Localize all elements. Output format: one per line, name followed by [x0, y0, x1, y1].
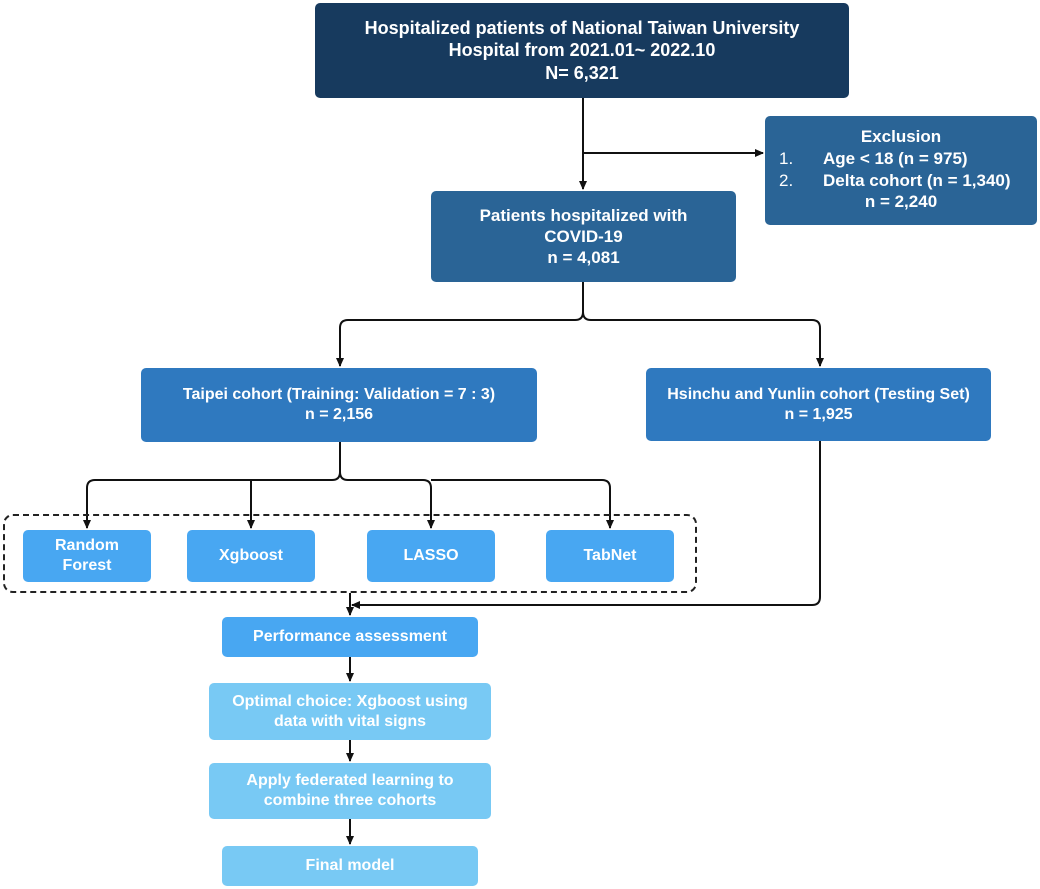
- xgboost-box: Xgboost: [187, 530, 315, 582]
- random-forest-box: Random Forest: [23, 530, 151, 582]
- exclusion-box: Exclusion 1. Age < 18 (n = 975) 2. Delta…: [765, 116, 1037, 225]
- arrow-hsinchu-to-performance: [351, 441, 821, 609]
- taipei-line-2: n = 2,156: [304, 406, 374, 423]
- random-forest-line-1: Random: [55, 537, 119, 554]
- federated-line-1: Apply federated learning to: [246, 772, 454, 789]
- hsinchu-yunlin-cohort-box: Hsinchu and Yunlin cohort (Testing Set) …: [646, 368, 991, 441]
- exclusion-title: Exclusion: [860, 127, 942, 146]
- optimal-line-2: data with vital signs: [273, 712, 427, 730]
- hsinchu-line-2: n = 1,925: [784, 405, 853, 423]
- final-model-box: Final model: [222, 846, 478, 886]
- final-label: Final model: [305, 857, 395, 874]
- covid-line-3: n = 4,081: [547, 248, 620, 268]
- exclusion-total: n = 2,240: [864, 191, 938, 211]
- tabnet-box: TabNet: [546, 530, 674, 582]
- top-line-2: Hospital from 2021.01~ 2022.10: [448, 40, 716, 61]
- lasso-box: LASSO: [367, 530, 495, 582]
- models-dashed-group: [3, 514, 697, 593]
- covid-line-2: COVID-19: [544, 226, 623, 246]
- performance-assessment-box: Performance assessment: [222, 617, 478, 657]
- exclusion-item: 1. Age < 18 (n = 975): [779, 148, 1023, 169]
- random-forest-line-2: Forest: [62, 557, 112, 574]
- optimal-choice-box: Optimal choice: Xgboost using data with …: [209, 683, 491, 740]
- split-covid-line: [336, 282, 584, 367]
- federated-learning-box: Apply federated learning to combine thre…: [209, 763, 491, 819]
- top-line-3: N= 6,321: [545, 62, 619, 83]
- optimal-line-1: Optimal choice: Xgboost using: [232, 692, 468, 710]
- split-taipei-lasso: [339, 471, 435, 529]
- xgboost-label: Xgboost: [219, 547, 283, 564]
- lasso-label: LASSO: [403, 547, 459, 564]
- exclusion-item-text: Age < 18 (n = 975): [823, 149, 968, 169]
- exclusion-item-text: Delta cohort (n = 1,340): [823, 170, 1011, 190]
- federated-line-2: combine three cohorts: [263, 792, 437, 809]
- tabnet-label: TabNet: [583, 547, 637, 564]
- hsinchu-line-1: Hsinchu and Yunlin cohort (Testing Set): [667, 385, 970, 403]
- exclusion-item: 2. Delta cohort (n = 1,340): [779, 170, 1023, 191]
- exclusion-item-number: 1.: [779, 149, 794, 169]
- taipei-line-1: Taipei cohort (Training: Validation = 7 …: [182, 386, 496, 403]
- split-covid-right: [582, 311, 824, 367]
- hospitalized-patients-box: Hospitalized patients of National Taiwan…: [315, 3, 849, 98]
- taipei-cohort-box: Taipei cohort (Training: Validation = 7 …: [141, 368, 537, 442]
- performance-label: Performance assessment: [253, 628, 447, 645]
- covid-line-1: Patients hospitalized with: [479, 205, 688, 225]
- top-line-1: Hospitalized patients of National Taiwan…: [364, 17, 800, 38]
- covid-patients-box: Patients hospitalized with COVID-19 n = …: [431, 191, 736, 282]
- exclusion-item-number: 2.: [779, 170, 794, 190]
- split-taipei-tabnet: [431, 479, 614, 529]
